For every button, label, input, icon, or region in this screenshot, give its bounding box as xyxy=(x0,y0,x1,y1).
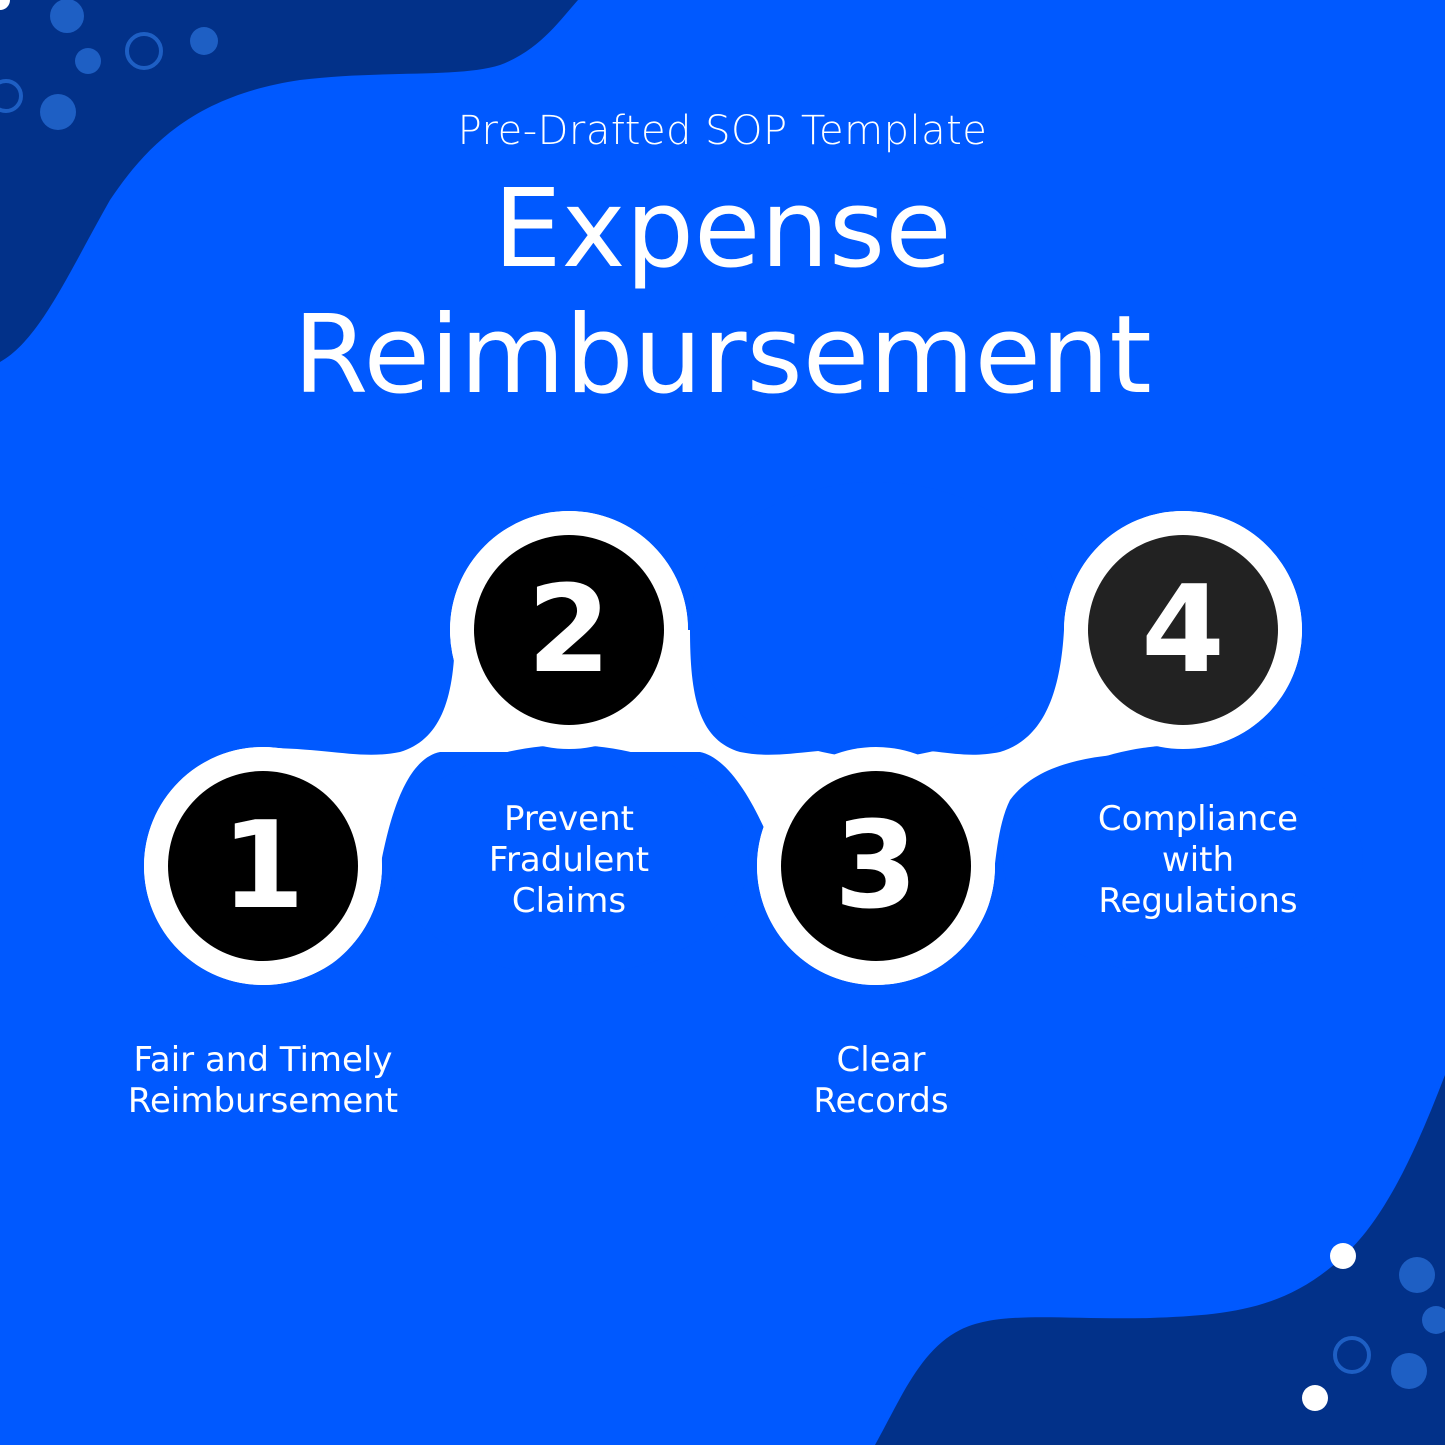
step-label-2-line-2: Fradulent xyxy=(488,840,650,880)
title-line-1: Expense xyxy=(493,167,952,292)
step-label-1: Fair and Timely Reimbursement xyxy=(63,1040,463,1122)
title-line-2: Reimbursement xyxy=(293,293,1152,418)
step-circle-2 xyxy=(474,535,664,725)
step-label-1-line-2: Reimbursement xyxy=(127,1081,399,1121)
step-label-4-line-1: Compliance xyxy=(1097,799,1299,839)
step-number-4: 4 xyxy=(1141,560,1225,700)
top-left-blob xyxy=(0,0,578,362)
step-label-4-line-2: with xyxy=(1161,840,1235,880)
step-circle-1 xyxy=(168,771,358,961)
step-number-2: 2 xyxy=(527,560,611,700)
step-label-4-line-3: Regulations xyxy=(1098,881,1298,921)
step-number-3: 3 xyxy=(834,796,918,936)
step-label-2-line-1: Prevent xyxy=(504,799,634,839)
step-label-4: Compliance with Regulations xyxy=(1048,799,1348,922)
step-number-1: 1 xyxy=(221,796,305,936)
step-circle-4 xyxy=(1088,535,1278,725)
subtitle: Pre-Drafted SOP Template xyxy=(457,108,988,154)
step-label-1-line-1: Fair and Timely xyxy=(133,1040,393,1080)
step-label-3: Clear Records xyxy=(731,1040,1031,1122)
step-label-2-line-3: Claims xyxy=(511,881,627,921)
bottom-right-blob xyxy=(875,1075,1445,1445)
step-label-3-line-1: Clear xyxy=(836,1040,926,1080)
step-label-2: Prevent Fradulent Claims xyxy=(419,799,719,922)
step-label-3-line-2: Records xyxy=(813,1081,949,1121)
step-circle-3 xyxy=(781,771,971,961)
